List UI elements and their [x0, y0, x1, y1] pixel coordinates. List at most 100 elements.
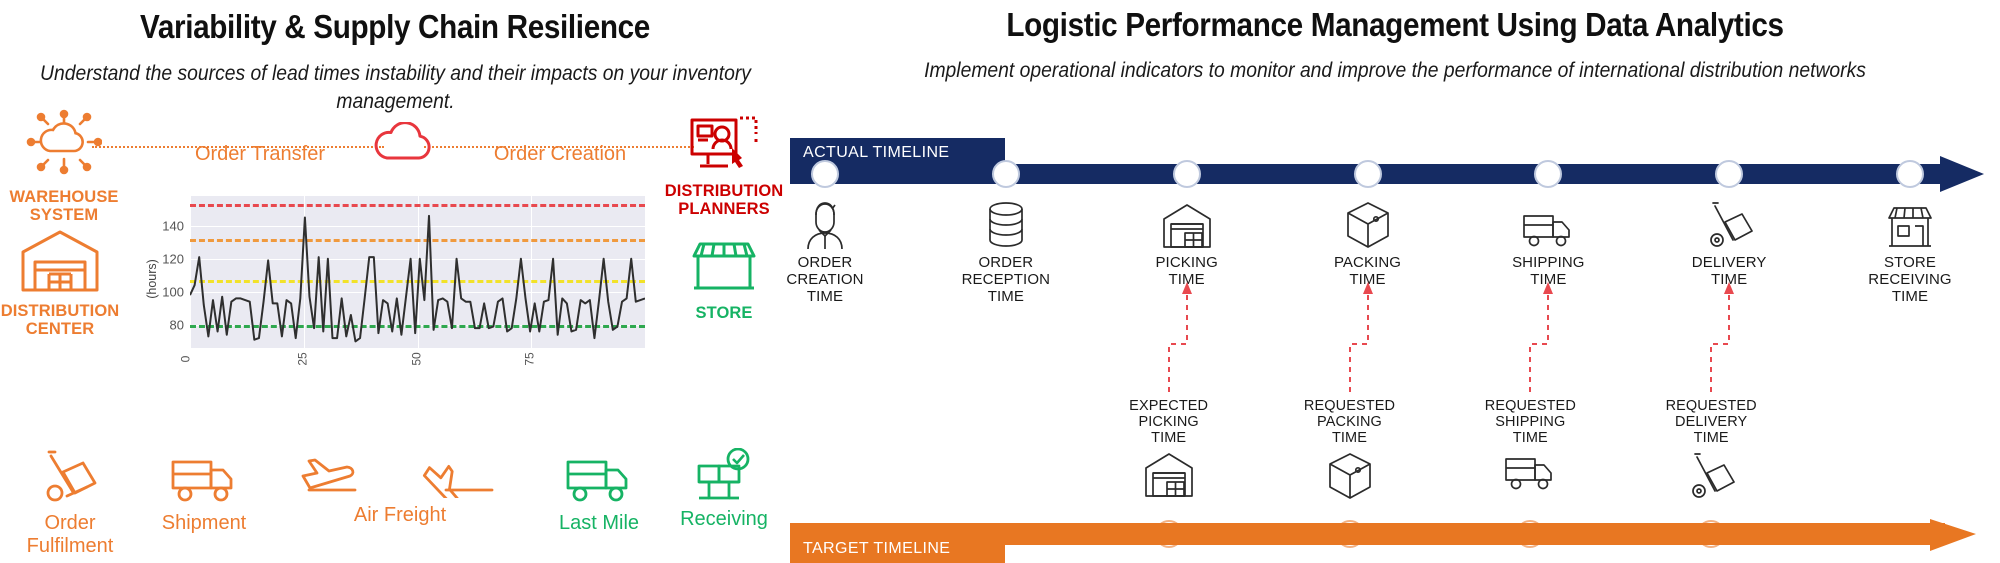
chart-y-tick-label: 80 [169, 317, 184, 333]
connector-requested-shipping-time [1529, 282, 1554, 392]
transport-last-mile: Last Mile [540, 452, 658, 535]
right-panel: Logistic Performance Management Using Da… [786, 0, 2000, 563]
transport-label-air-freight: Air Freight [353, 504, 447, 526]
target-timeline-label: TARGET TIMELINE [803, 540, 951, 557]
transport-order-fulfilment: Order Fulfilment [8, 448, 132, 558]
label-line: TIME [1151, 430, 1187, 447]
delivery-van-icon [566, 460, 628, 502]
chart-x-tick-label: 50 [409, 352, 424, 366]
label-line: DELIVERY [1675, 414, 1748, 431]
left-panel: Variability & Supply Chain Resilience Un… [0, 0, 790, 563]
actual-timeline-label: ACTUAL TIMELINE [803, 144, 950, 161]
label-line: PICKING [1138, 414, 1199, 431]
actual-timeline-dot-order-creation-time[interactable] [811, 160, 839, 188]
right-panel-title: Logistic Performance Management Using Da… [1006, 6, 1784, 43]
truck-icon [1463, 196, 1633, 250]
distribution-planners-label-line1: DISTRIBUTION [664, 182, 784, 200]
warehouse-icon [1102, 196, 1272, 250]
target-timeline-bar [790, 523, 1945, 545]
transport-label-receiving: Receiving [680, 508, 768, 530]
transport-receiving: Receiving [662, 448, 786, 531]
chart-threshold-baseline [190, 324, 645, 328]
truck-icon [1440, 451, 1620, 493]
chart-x-tick-label: 25 [295, 352, 310, 366]
hand-truck-icon [1644, 196, 1814, 250]
label-line: TIME [1512, 430, 1548, 447]
label-line: TIME [1349, 270, 1386, 288]
actual-timeline-arrowhead [1940, 156, 1984, 192]
actual-timeline-dot-picking-time[interactable] [1172, 160, 1201, 188]
distribution-planners-label-line2: PLANNERS [678, 200, 770, 219]
label-line: CREATION [786, 270, 864, 288]
warehouse-system-label-line1: WAREHOUSE [9, 188, 119, 206]
chart-y-tick-label: 140 [162, 218, 184, 234]
warehouse-icon [1079, 451, 1259, 499]
actual-timeline-dot-delivery-time[interactable] [1715, 160, 1744, 188]
hand-truck-icon [1621, 451, 1801, 501]
airplane-icon [422, 464, 493, 498]
actual-timeline-dot-packing-time[interactable] [1353, 160, 1382, 188]
chart-vertical-gridline [303, 196, 305, 348]
order-creation-connector [424, 146, 694, 148]
left-panel-subtitle: Understand the sources of lead times ins… [40, 62, 751, 114]
chart-x-tick-label: 0 [178, 355, 193, 363]
chart-threshold-high [190, 238, 645, 242]
box-icon [1283, 196, 1453, 250]
label-line: ORDER [978, 254, 1034, 271]
transport-label-order-fulfilment: Order Fulfilment [26, 512, 114, 557]
chart-vertical-gridline [190, 196, 191, 348]
chart-y-axis-title: (hours) [145, 259, 159, 299]
label-line: TIME [1693, 430, 1729, 447]
chart-y-tick-label: 120 [162, 251, 184, 267]
label-line: TIME [806, 287, 844, 305]
label-line: SHIPPING [1495, 414, 1566, 431]
hand-truck-icon [46, 450, 97, 502]
actual-timeline-dot-order-reception-time[interactable] [991, 160, 1020, 188]
transport-shipment: Shipment [145, 452, 263, 535]
actual-timeline-dot-shipping-time[interactable] [1534, 160, 1563, 188]
node-store: STORE [668, 238, 780, 322]
label-line: TIME [1331, 430, 1368, 447]
link-label-order-creation: Order Creation [493, 143, 627, 165]
actual-timeline-dot-store-receiving-time[interactable] [1896, 160, 1924, 188]
label-line: PACKING [1317, 414, 1382, 431]
label-line: REQUESTED [1303, 398, 1396, 414]
link-label-order-transfer: Order Transfer [194, 143, 326, 165]
label-line: REQUESTED [1665, 398, 1757, 414]
database-icon [921, 196, 1091, 250]
node-cloud [372, 122, 434, 164]
person-agent-icon [740, 196, 910, 250]
cloud-icon [374, 122, 431, 160]
left-panel-title: Variability & Supply Chain Resilience [140, 8, 650, 45]
label-line: TIME [987, 287, 1024, 305]
boxes-check-icon [697, 448, 750, 500]
label-line: RECEIVING [1868, 270, 1952, 288]
distribution-center-label-line2: CENTER [25, 320, 95, 339]
order-transfer-connector [92, 146, 384, 148]
node-distribution-planners: DISTRIBUTION PLANNERS [662, 112, 786, 219]
label-line: STORE [1884, 254, 1936, 271]
connector-requested-delivery-time [1710, 282, 1735, 392]
storefront-icon [692, 242, 756, 290]
box-icon [1260, 451, 1440, 501]
node-warehouse-system: WAREHOUSE SYSTEM [8, 108, 120, 225]
label-line: DELIVERY [1691, 254, 1767, 271]
